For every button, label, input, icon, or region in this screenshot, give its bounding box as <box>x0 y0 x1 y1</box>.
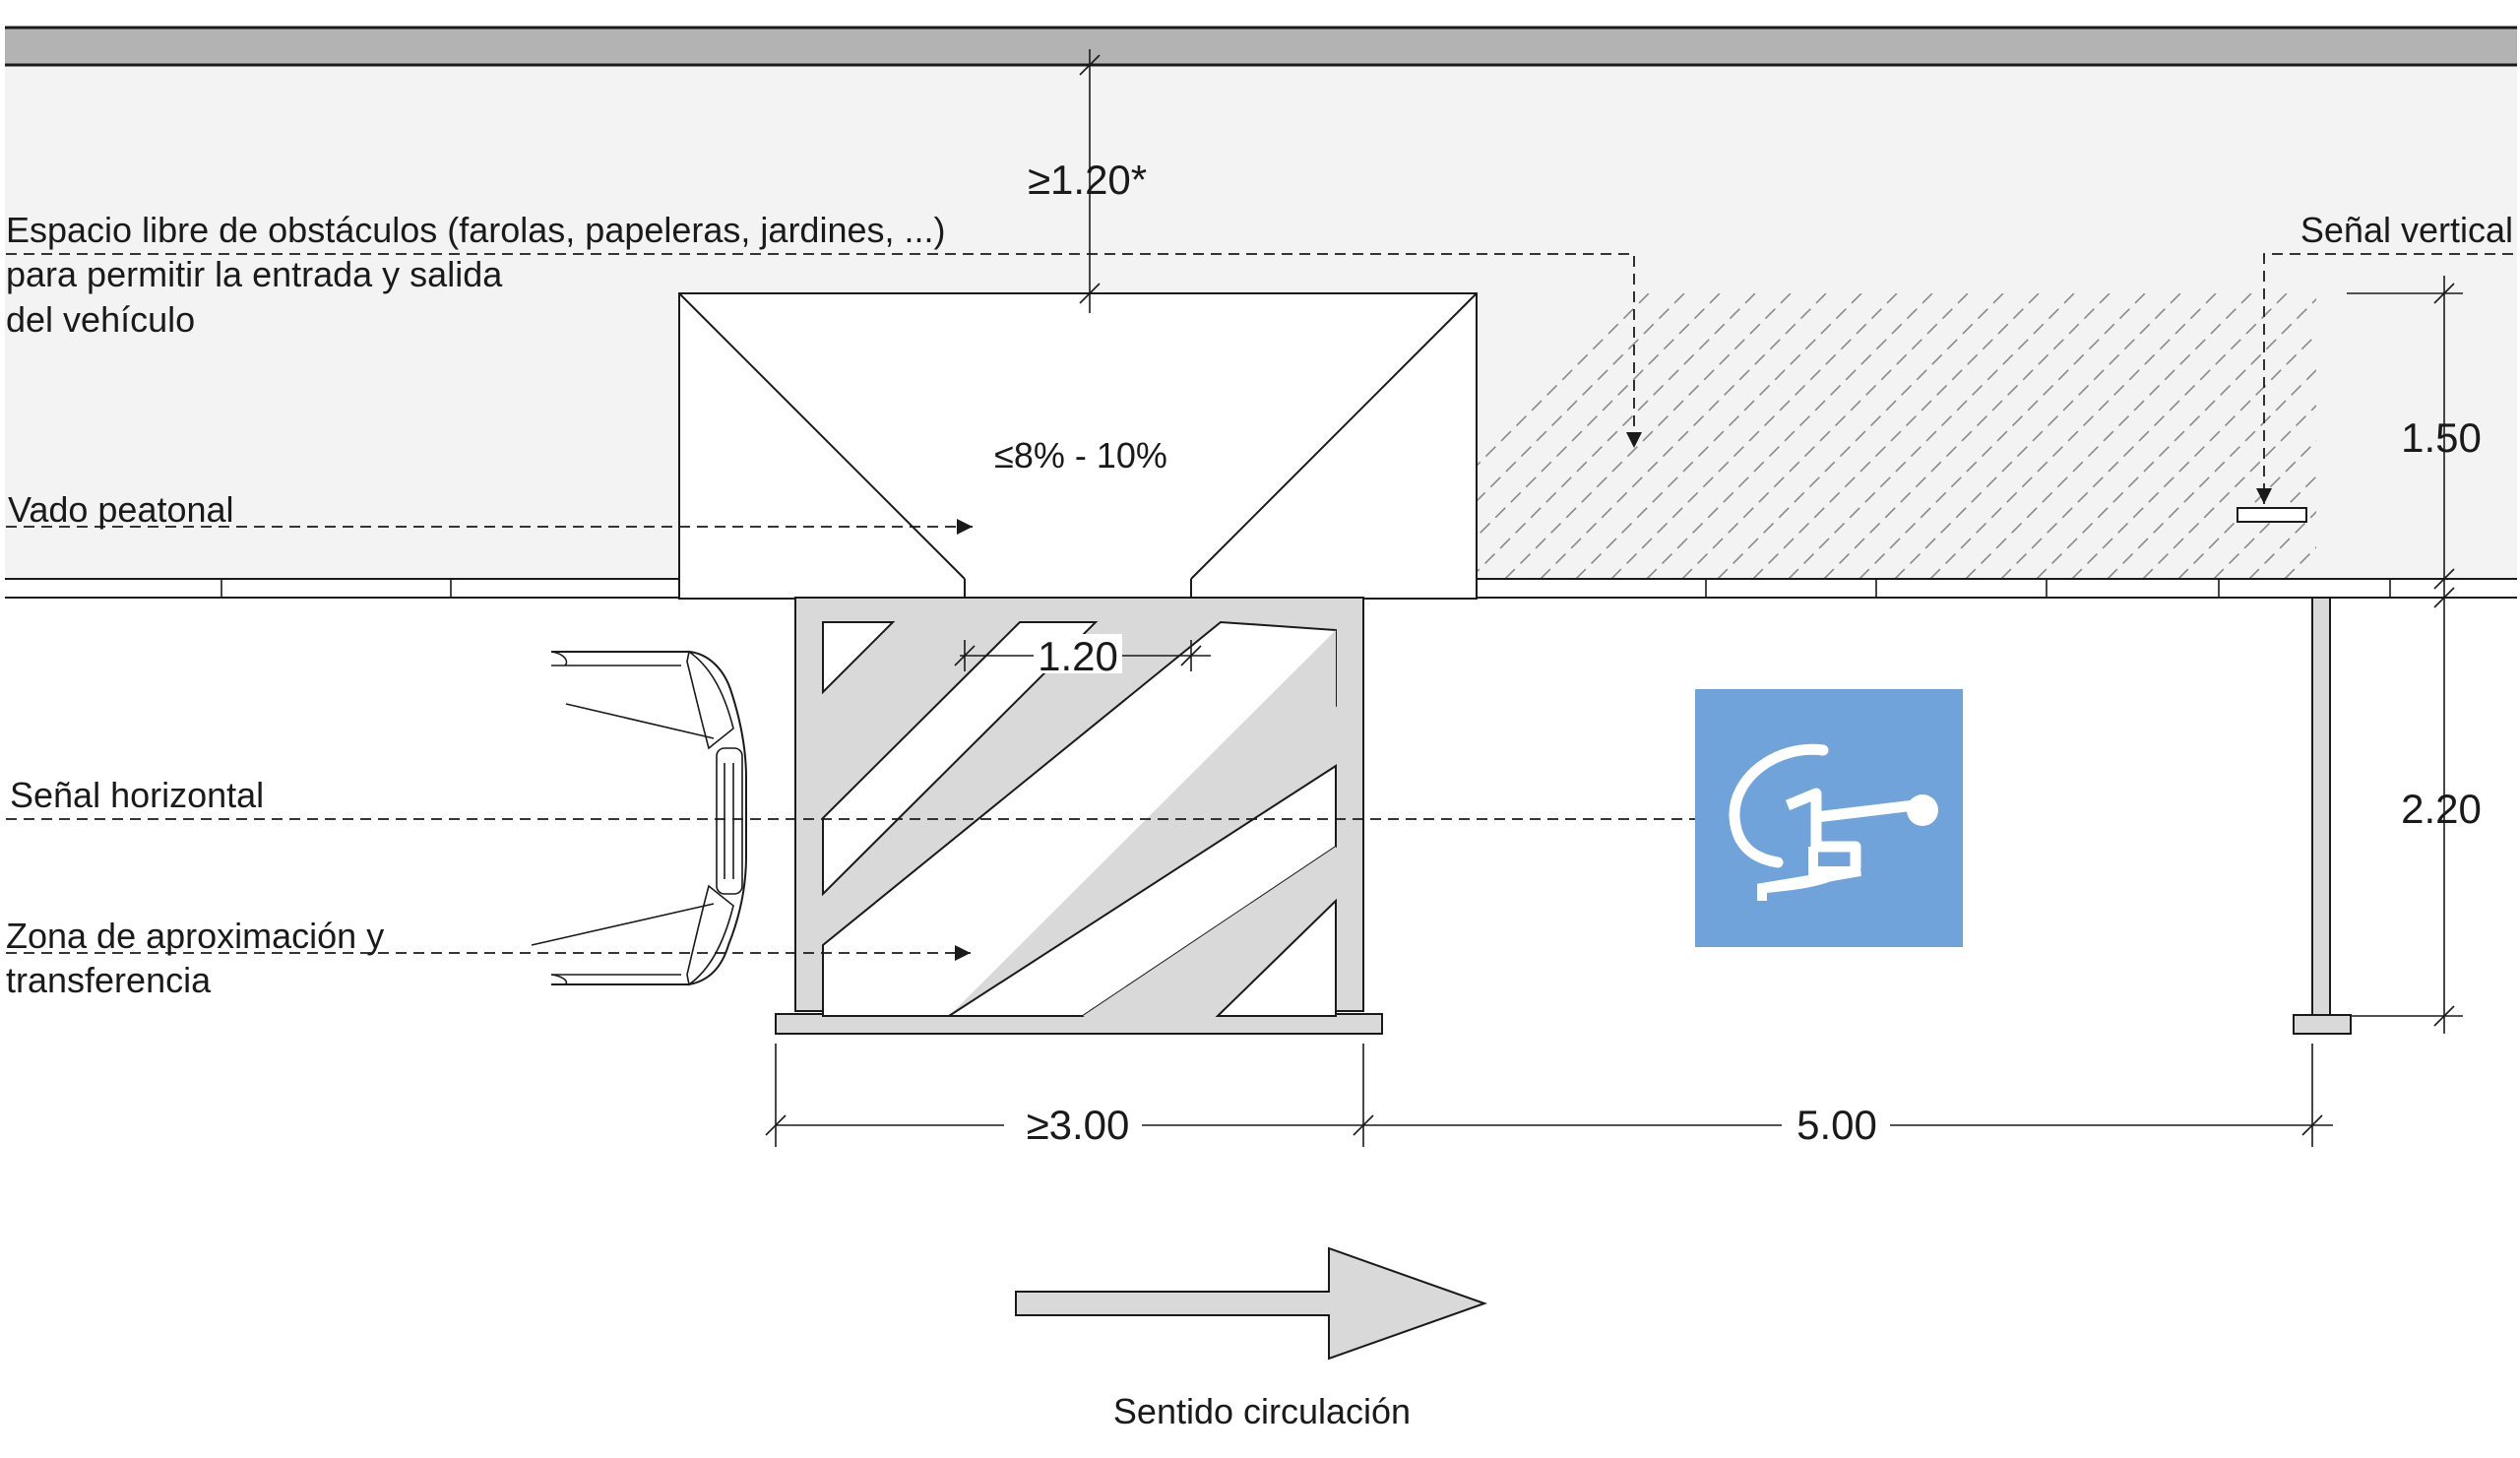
vertical-sign-post <box>2293 597 2352 1035</box>
transfer-zone-width-value: ≥3.00 <box>1027 1102 1130 1148</box>
free-space-label: Espacio libre de obstáculos (farolas, pa… <box>6 210 946 250</box>
ramp-slope-label: ≤8% - 10% <box>994 435 1167 475</box>
arrow-right-icon <box>1015 1246 1487 1361</box>
hatch-line <box>2177 439 2316 579</box>
horizontal-sign-label: Señal horizontal <box>10 775 264 815</box>
clear-width-dimension <box>1079 49 1101 313</box>
vertical-sign-label: Señal vertical <box>2300 210 2513 250</box>
hatch-line <box>1858 293 2146 579</box>
hatch-line <box>1469 293 1756 579</box>
hatch-line <box>1788 293 2075 579</box>
pedestrian-ramp <box>678 292 1478 600</box>
hatch-line <box>1610 293 1898 579</box>
free-space-label-line2: para permitir la entrada y salida <box>6 254 503 294</box>
curb-joints <box>220 579 2391 598</box>
hatch-line <box>2000 293 2288 579</box>
hatch-line <box>1929 293 2217 579</box>
traffic-direction-label: Sentido circulación <box>1113 1391 1411 1431</box>
clear-width-value: ≥1.20* <box>1028 157 1147 203</box>
hatch-line <box>1752 293 2040 579</box>
wheelchair-icon <box>1695 689 1963 947</box>
hatch-line <box>1717 293 2004 579</box>
hatch-line <box>1646 293 1933 579</box>
parking-length-value: 5.00 <box>1796 1102 1877 1148</box>
hatch-line <box>2142 404 2316 579</box>
hatch-line <box>1433 293 1721 579</box>
hatch-line <box>2213 475 2316 579</box>
vertical-sign-post-plan <box>2236 507 2307 523</box>
hatch-line <box>1894 293 2181 579</box>
hatch-line <box>1540 293 1827 579</box>
hatch-line <box>1681 293 1969 579</box>
approach-zone-label-line2: transferencia <box>6 960 212 1000</box>
pedestrian-ramp-label: Vado peatonal <box>8 489 234 530</box>
building-band <box>5 28 2517 65</box>
hatch-line <box>2036 297 2316 579</box>
sidewalk-depth-value: 1.50 <box>2401 414 2482 461</box>
hatch-line <box>2107 368 2316 579</box>
parking-depth-value: 2.20 <box>2401 786 2482 832</box>
hatch-line <box>1575 293 1862 579</box>
hatch-line <box>1823 293 2110 579</box>
sidewalk-depth-dimension <box>2347 276 2463 1034</box>
car-outline <box>531 650 747 986</box>
hatch-line <box>1504 293 1792 579</box>
free-space-label-line3: del vehículo <box>6 299 195 340</box>
transfer-zone <box>775 597 1383 1035</box>
bottom-dimensions <box>765 1044 2333 1147</box>
hatch-line <box>2248 510 2316 579</box>
approach-zone-label: Zona de aproximación y <box>6 916 384 956</box>
ramp-flat-width-value: 1.20 <box>1038 633 1118 679</box>
hatch-line <box>1965 293 2252 579</box>
hatch-line <box>2071 333 2316 579</box>
